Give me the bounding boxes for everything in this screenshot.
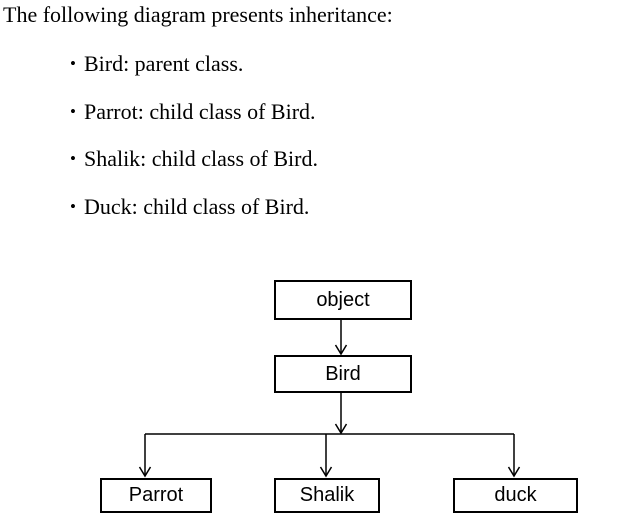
bullet-item-parrot: • Parrot: child class of Bird.	[70, 99, 316, 124]
bullet-item-bird: • Bird: parent class.	[70, 51, 244, 76]
arrowhead-icon	[138, 466, 152, 478]
arrowhead-icon	[334, 423, 348, 435]
node-label: Bird	[325, 362, 361, 385]
node-label: Shalik	[299, 484, 355, 506]
edge-bird-junction	[334, 393, 348, 435]
bullet-item-label: Duck: child class of Bird.	[83, 194, 310, 219]
bullet-item-label: Bird: parent class.	[83, 51, 244, 76]
edge-object-bird	[334, 320, 348, 356]
page-title: The following diagram presents inheritan…	[3, 2, 393, 27]
node-label: duck	[494, 484, 537, 506]
edge-bird-parrot	[138, 434, 152, 478]
node-label: object	[316, 288, 370, 311]
arrowhead-icon	[319, 466, 333, 478]
bullet-item-duck: • Duck: child class of Bird.	[70, 194, 310, 219]
diagram-node-object: object	[274, 280, 412, 320]
bullet-item-label: Shalik: child class of Bird.	[83, 146, 318, 171]
bullet-item-shalik: • Shalik: child class of Bird.	[70, 146, 318, 171]
diagram-node-parrot: Parrot	[100, 478, 212, 513]
bullet-icon: •	[70, 197, 76, 216]
bullet-item-label: Parrot: child class of Bird.	[83, 99, 316, 124]
bullet-icon: •	[70, 54, 76, 73]
edge-bird-shalik	[319, 434, 333, 478]
node-label: Parrot	[128, 484, 184, 506]
bullet-icon: •	[70, 149, 76, 168]
diagram-node-duck: duck	[453, 478, 578, 513]
arrowhead-icon	[334, 344, 348, 356]
diagram-node-bird: Bird	[274, 355, 412, 393]
diagram-node-shalik: Shalik	[274, 478, 380, 513]
edge-bird-duck	[507, 434, 521, 478]
arrowhead-icon	[507, 466, 521, 478]
bullet-icon: •	[70, 102, 76, 121]
